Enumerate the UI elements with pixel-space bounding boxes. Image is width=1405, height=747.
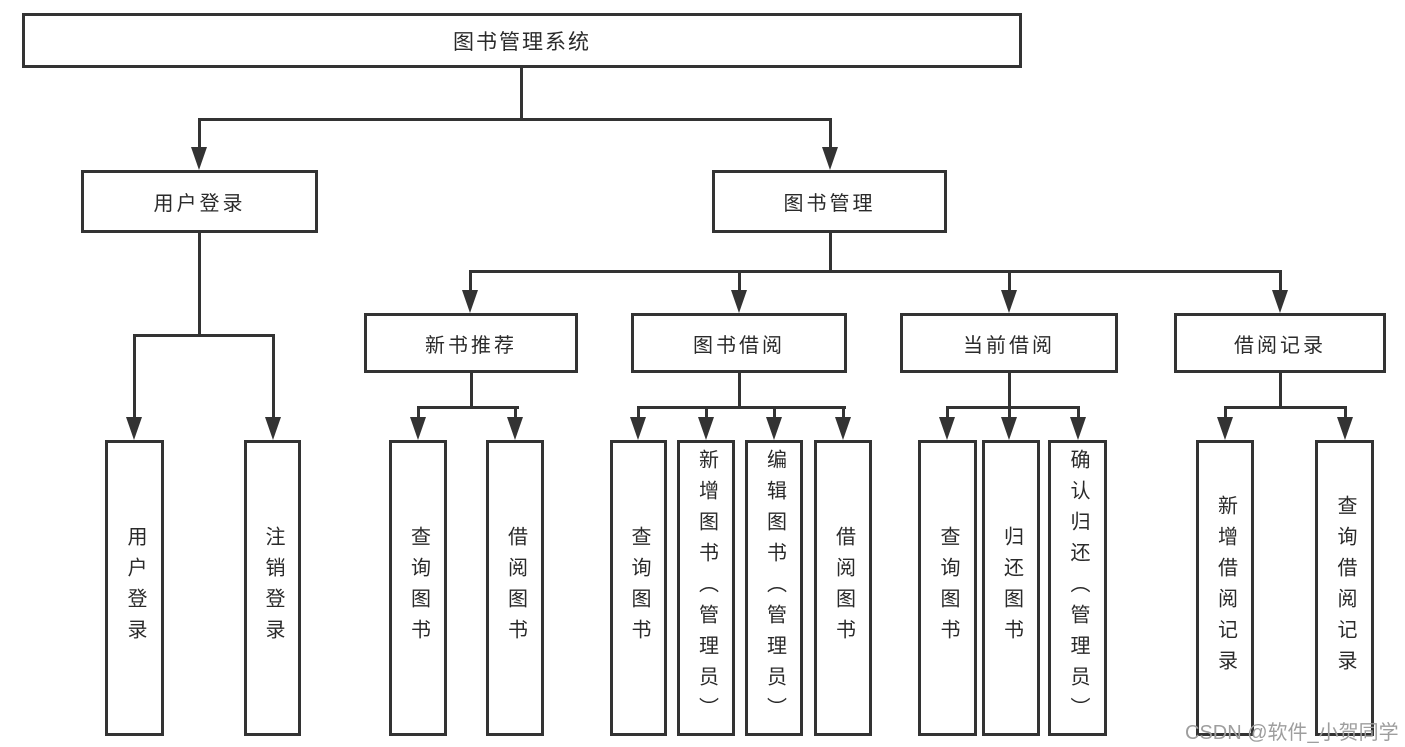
- arrowhead-down-icon: [1001, 417, 1017, 440]
- leaf-edit-book-admin: 编辑图书（管理员）: [745, 440, 803, 736]
- connector-line: [828, 233, 832, 272]
- node-current-borrowing-label: 当前借阅: [963, 334, 1055, 357]
- leaf-add-borrow-record-label: 新增借阅记录: [1214, 495, 1237, 681]
- connector-line: [469, 373, 473, 407]
- connector-line: [271, 335, 275, 418]
- connector-line: [1343, 407, 1347, 418]
- arrowhead-down-icon: [939, 417, 955, 440]
- leaf-edit-book-admin-label: 编辑图书（管理员）: [763, 448, 786, 728]
- arrowhead-down-icon: [698, 417, 714, 440]
- leaf-query-books-borrowing: 查询图书: [610, 440, 667, 736]
- node-root: 图书管理系统: [22, 13, 1022, 68]
- connector-line: [945, 407, 949, 418]
- leaf-query-books-recommend: 查询图书: [389, 440, 447, 736]
- leaf-add-book-admin-label: 新增图书（管理员）: [695, 448, 718, 728]
- node-user-login: 用户登录: [81, 170, 318, 233]
- leaf-user-login: 用户登录: [105, 440, 164, 736]
- connector-line: [1007, 373, 1011, 418]
- connector-line: [636, 405, 846, 409]
- leaf-borrow-books-borrowing-label: 借阅图书: [832, 526, 855, 650]
- arrowhead-down-icon: [822, 147, 838, 170]
- connector-line: [1223, 407, 1227, 418]
- connector-line: [416, 405, 519, 409]
- node-new-book-recommend-label: 新书推荐: [425, 334, 517, 357]
- connector-line: [1278, 271, 1282, 292]
- arrowhead-down-icon: [507, 417, 523, 440]
- leaf-return-book-label: 归还图书: [1000, 526, 1023, 650]
- arrowhead-down-icon: [766, 417, 782, 440]
- leaf-borrow-books-recommend: 借阅图书: [486, 440, 544, 736]
- node-root-label: 图书管理系统: [453, 30, 591, 54]
- connector-line: [737, 271, 741, 292]
- leaf-query-borrow-record: 查询借阅记录: [1315, 440, 1374, 736]
- connector-line: [197, 119, 201, 148]
- node-book-borrowing: 图书借阅: [631, 313, 847, 373]
- node-book-management: 图书管理: [712, 170, 947, 233]
- connector-line: [704, 407, 708, 418]
- connector-line: [828, 119, 832, 148]
- leaf-logout: 注销登录: [244, 440, 301, 736]
- connector-line: [513, 407, 517, 418]
- arrowhead-down-icon: [1070, 417, 1086, 440]
- arrowhead-down-icon: [265, 417, 281, 440]
- arrowhead-down-icon: [835, 417, 851, 440]
- connector-line: [416, 407, 420, 418]
- leaf-query-books-borrowing-label: 查询图书: [628, 526, 650, 650]
- leaf-confirm-return-admin-label: 确认归还（管理员）: [1067, 448, 1089, 728]
- leaf-query-books-current: 查询图书: [918, 440, 977, 736]
- arrowhead-down-icon: [462, 290, 478, 313]
- connector-line: [1223, 405, 1347, 409]
- node-user-login-label: 用户登录: [153, 193, 246, 215]
- node-current-borrowing: 当前借阅: [900, 313, 1118, 373]
- leaf-confirm-return-admin: 确认归还（管理员）: [1048, 440, 1107, 736]
- arrowhead-down-icon: [731, 290, 747, 313]
- connector-line: [197, 233, 201, 337]
- arrowhead-down-icon: [1337, 417, 1353, 440]
- connector-line: [132, 335, 136, 418]
- connector-line: [197, 117, 832, 121]
- leaf-user-login-label: 用户登录: [124, 526, 146, 650]
- connector-line: [1278, 373, 1282, 407]
- connector-line: [132, 333, 275, 337]
- leaf-add-book-admin: 新增图书（管理员）: [677, 440, 735, 736]
- leaf-query-books-current-label: 查询图书: [937, 526, 959, 650]
- node-borrowing-records-label: 借阅记录: [1234, 334, 1326, 357]
- node-new-book-recommend: 新书推荐: [364, 313, 578, 373]
- connector-line: [636, 407, 640, 418]
- leaf-borrow-books-borrowing: 借阅图书: [814, 440, 872, 736]
- leaf-return-book: 归还图书: [982, 440, 1040, 736]
- leaf-query-borrow-record-label: 查询借阅记录: [1334, 495, 1356, 681]
- arrowhead-down-icon: [191, 147, 207, 170]
- leaf-add-borrow-record: 新增借阅记录: [1196, 440, 1254, 736]
- connector-line: [1076, 407, 1080, 418]
- csdn-watermark: CSDN @软件_小贺同学: [1185, 722, 1399, 744]
- arrowhead-down-icon: [630, 417, 646, 440]
- leaf-query-books-recommend-label: 查询图书: [407, 526, 430, 650]
- connector-line: [737, 373, 741, 407]
- arrowhead-down-icon: [1217, 417, 1233, 440]
- arrowhead-down-icon: [1001, 290, 1017, 313]
- leaf-logout-label: 注销登录: [262, 526, 284, 650]
- node-book-borrowing-label: 图书借阅: [693, 334, 785, 357]
- connector-line: [1007, 271, 1011, 292]
- arrowhead-down-icon: [1272, 290, 1288, 313]
- connector-line: [519, 68, 523, 121]
- leaf-borrow-books-recommend-label: 借阅图书: [504, 526, 527, 650]
- node-borrowing-records: 借阅记录: [1174, 313, 1386, 373]
- arrowhead-down-icon: [126, 417, 142, 440]
- connector-line: [841, 407, 845, 418]
- connector-line: [772, 407, 776, 418]
- arrowhead-down-icon: [410, 417, 426, 440]
- connector-line: [945, 405, 1080, 409]
- connector-line: [468, 269, 1282, 273]
- node-book-management-label: 图书管理: [783, 193, 876, 215]
- connector-line: [468, 271, 472, 292]
